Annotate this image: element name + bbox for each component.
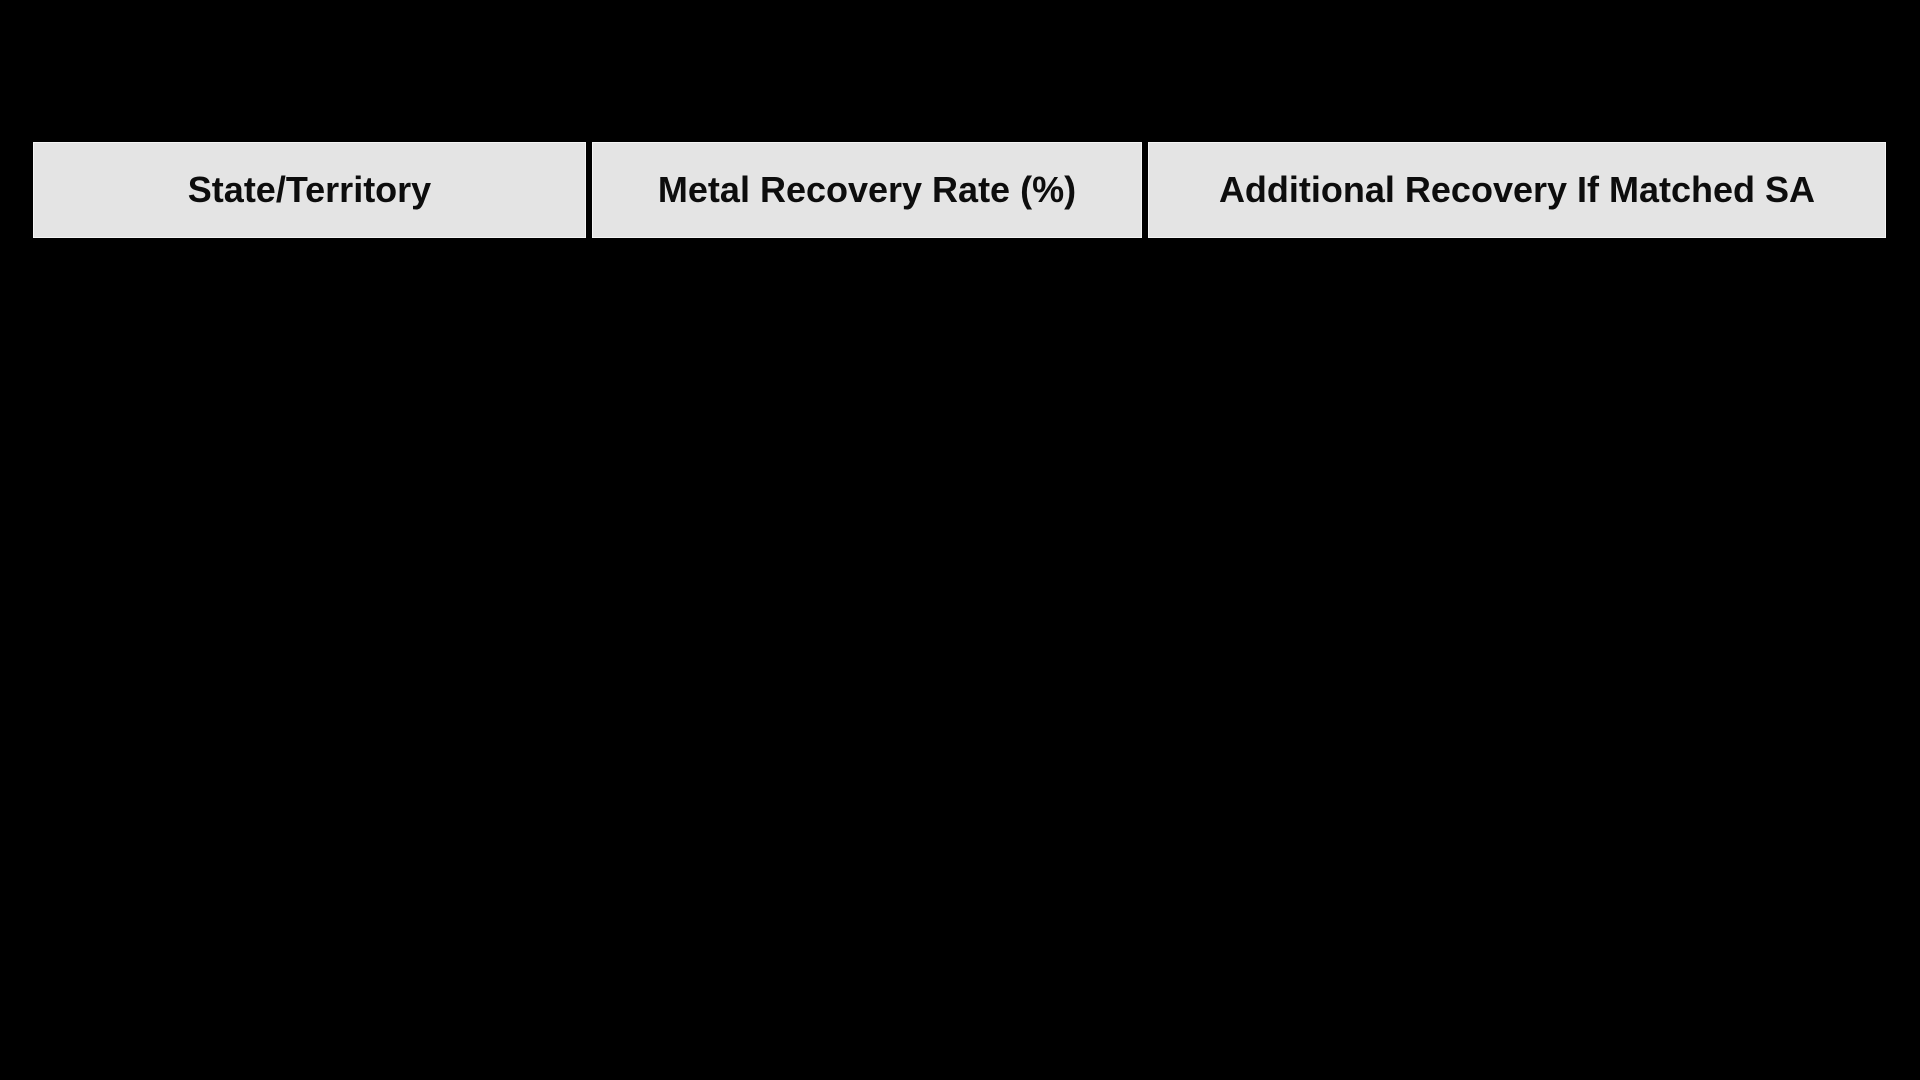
header-cell-additional-recovery: Additional Recovery If Matched SA — [1148, 142, 1886, 238]
header-cell-state-territory: State/Territory — [33, 142, 586, 238]
table-body-empty — [33, 244, 1886, 944]
header-label-additional-recovery: Additional Recovery If Matched SA — [1218, 169, 1816, 210]
header-label-metal-recovery-rate: Metal Recovery Rate (%) — [657, 169, 1077, 210]
header-cell-metal-recovery-rate: Metal Recovery Rate (%) — [592, 142, 1142, 238]
table-header-row: State/Territory Metal Recovery Rate (%) … — [33, 142, 1886, 238]
header-label-state-territory: State/Territory — [187, 169, 432, 210]
